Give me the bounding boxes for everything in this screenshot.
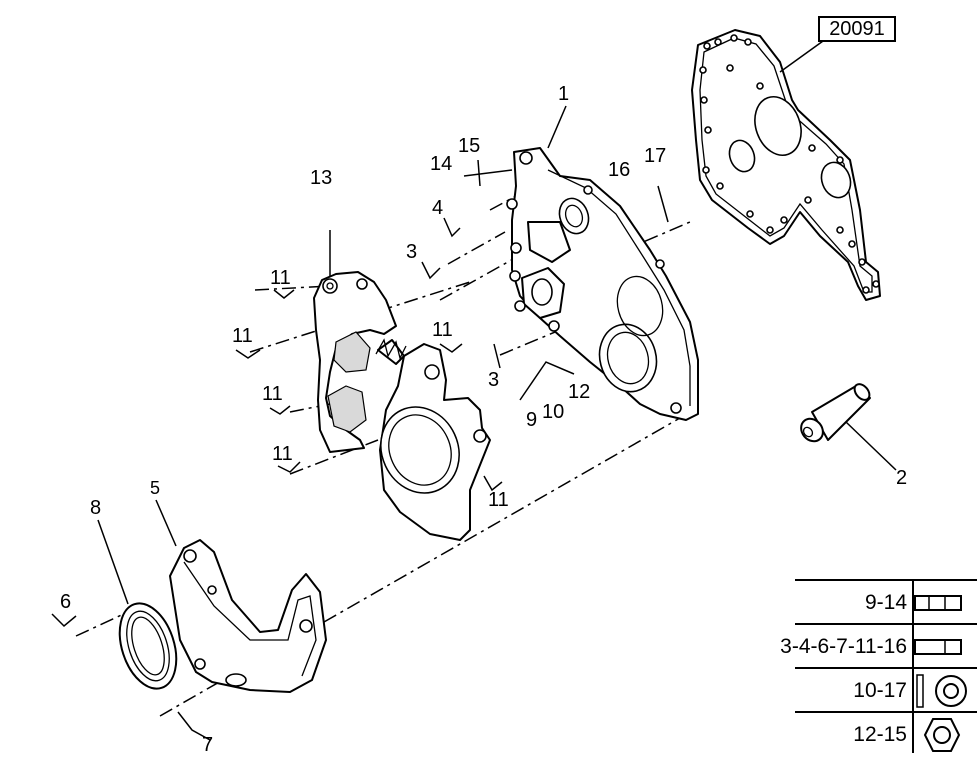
label-3a: 3 — [406, 241, 417, 263]
label-11a: 11 — [270, 267, 291, 289]
middle-cover — [377, 339, 491, 541]
label-13: 13 — [310, 167, 332, 189]
legend-code: 3-4-6-7-11-16 — [780, 635, 907, 658]
label-8: 8 — [90, 497, 101, 519]
label-2: 2 — [896, 467, 907, 489]
bolt-icon — [914, 595, 962, 611]
washer-icon — [916, 674, 967, 708]
lower-cover-5 — [155, 499, 327, 693]
legend-code: 10-17 — [853, 679, 907, 702]
callout-leaders — [51, 159, 669, 741]
bolt-icon — [914, 639, 962, 655]
legend-row: 10-17 — [745, 669, 977, 713]
label-11c: 11 — [262, 383, 283, 405]
seal-ring-8 — [97, 519, 178, 690]
label-3b: 3 — [488, 369, 499, 391]
legend-row: 12-15 — [745, 713, 977, 757]
label-1: 1 — [558, 83, 569, 105]
label-11e: 11 — [432, 319, 453, 341]
label-7: 7 — [202, 734, 213, 751]
legend-code: 12-15 — [853, 723, 907, 746]
label-11f: 11 — [488, 489, 509, 511]
label-11d: 11 — [272, 443, 293, 465]
label-14: 14 — [430, 153, 452, 175]
dowel-pin-2 — [800, 383, 897, 471]
legend-row: 9-14 — [745, 581, 977, 625]
fastener-legend: 9-14 3-4-6-7-11-16 10-17 12-15 — [780, 579, 977, 753]
legend-row: 3-4-6-7-11-16 — [745, 625, 977, 669]
label-6: 6 — [60, 591, 71, 613]
cover-plate-13 — [313, 230, 397, 453]
label-5: 5 — [150, 478, 160, 498]
nut-icon — [923, 718, 961, 752]
label-11b: 11 — [232, 325, 253, 347]
timing-cover-1 — [506, 105, 699, 421]
label-9: 9 — [526, 409, 537, 431]
label-16: 16 — [608, 159, 630, 181]
label-15: 15 — [458, 135, 480, 157]
gasket-20091 — [691, 29, 881, 301]
reference-code-box: 20091 — [818, 16, 896, 42]
label-10: 10 — [542, 401, 564, 423]
spring-clip — [375, 338, 407, 360]
part-labels: 1 2 3 3 4 5 6 7 8 9 10 11 11 11 11 11 11… — [60, 83, 907, 751]
label-17: 17 — [644, 145, 666, 167]
legend-code: 9-14 — [864, 591, 907, 614]
label-4: 4 — [432, 197, 443, 219]
label-12: 12 — [568, 381, 590, 403]
